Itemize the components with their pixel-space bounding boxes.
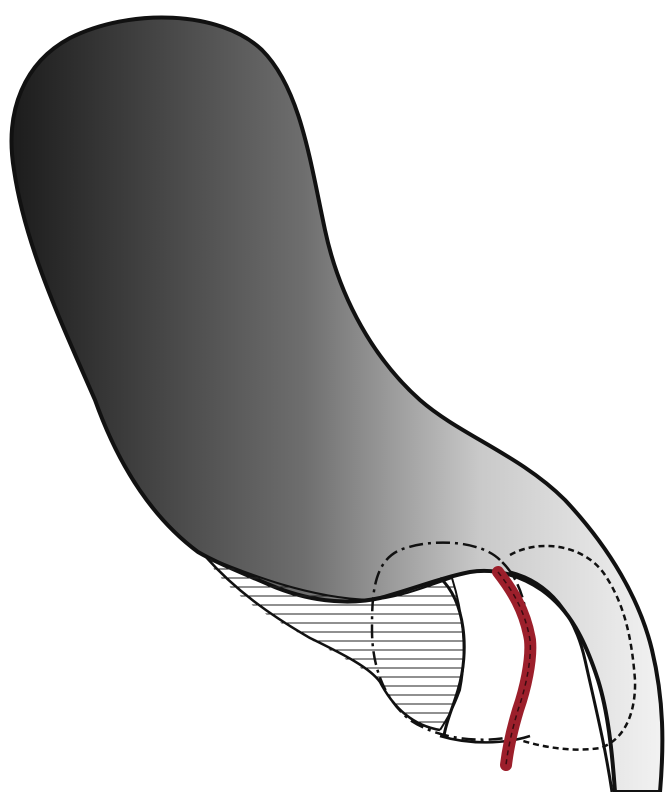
inner-channel-line-left [440,578,464,736]
organ-body [12,17,663,792]
